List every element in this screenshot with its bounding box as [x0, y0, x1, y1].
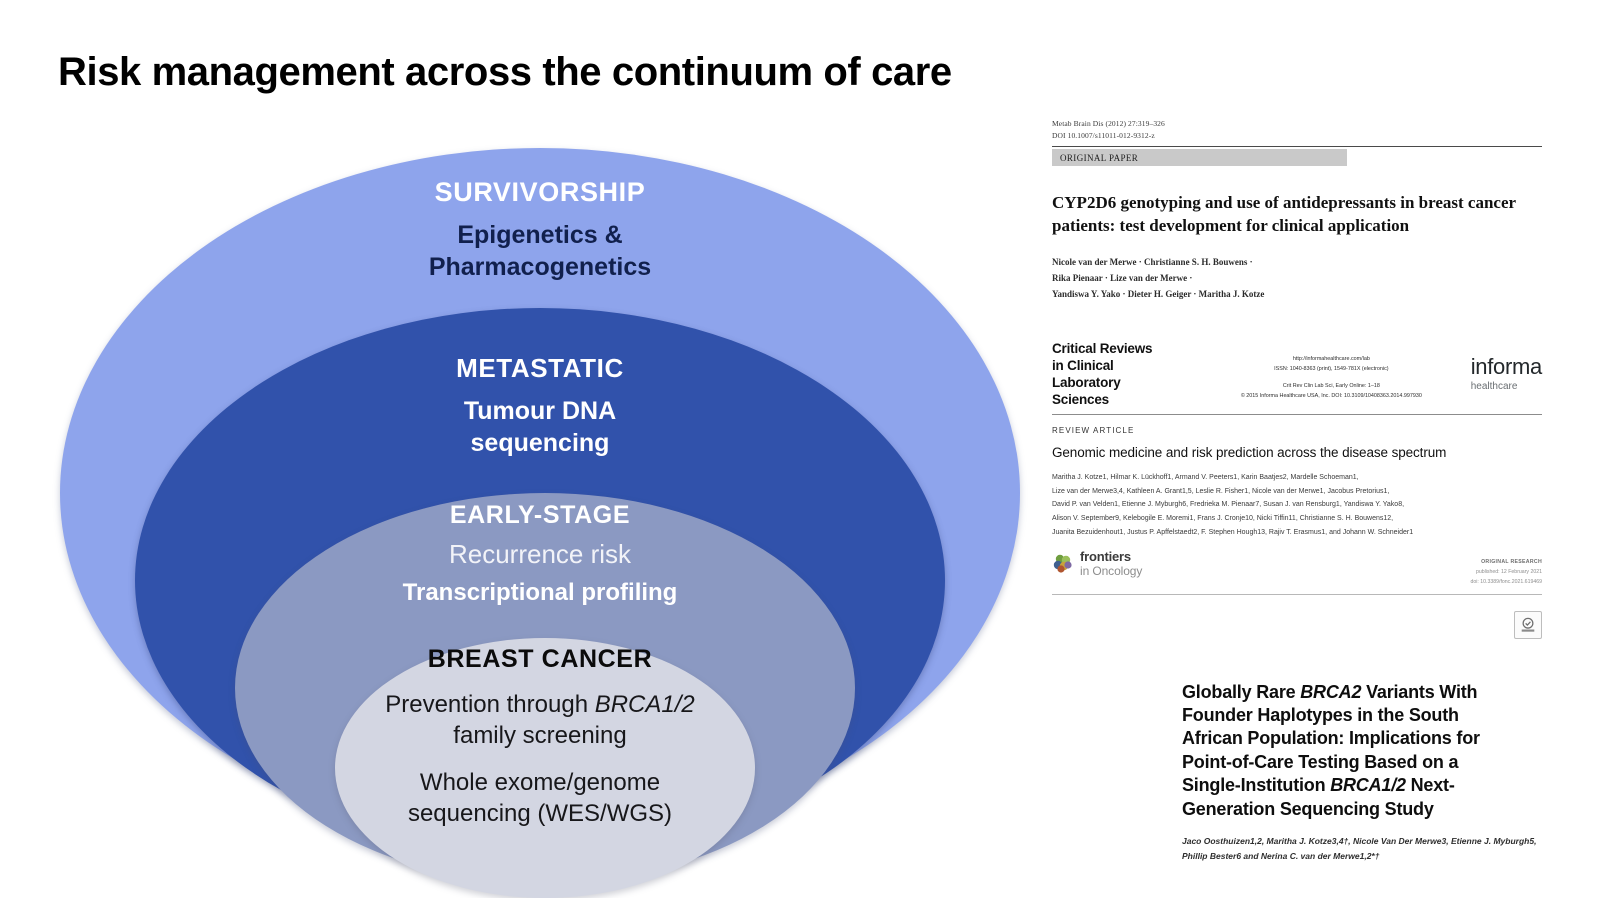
frontiers-published-date: published: 12 February 2021 — [1475, 568, 1542, 575]
springer-doi: DOI 10.1007/s11011-012-9312-z — [1052, 130, 1155, 140]
frontiers-authors-line1: Jaco Oosthuizen1,2, Maritha J. Kotze3,4†… — [1182, 835, 1537, 846]
frontiers-word-in-oncology: in Oncology — [1080, 563, 1143, 578]
layer-label-survivorship: SURVIVORSHIP Epigenetics & Pharmacogenet… — [50, 176, 1030, 283]
breast-cancer-sequencing-text: Whole exome/genome sequencing (WES/WGS) — [50, 767, 1030, 829]
informa-authors-line4: Alison V. September9, Kelebogile E. More… — [1052, 514, 1394, 522]
informa-copyright: © 2015 Informa Healthcare USA, Inc. DOI:… — [1240, 393, 1422, 399]
informa-divider — [1052, 414, 1542, 415]
informa-journal-line4: Sciences — [1052, 392, 1109, 407]
prevention-prefix: Prevention through — [385, 690, 595, 718]
breast-cancer-heading: BREAST CANCER — [427, 645, 653, 673]
springer-divider — [1052, 146, 1542, 148]
informa-journal-line1: Critical Reviews — [1052, 341, 1153, 356]
metastatic-subtext-line2: sequencing — [470, 428, 610, 457]
springer-authors: Nicole van der Merwe · Christianne S. H.… — [1052, 255, 1542, 302]
informa-healthcare-label: healthcare — [1470, 381, 1518, 392]
page-title: Risk management across the continuum of … — [58, 50, 952, 94]
early-stage-heading: EARLY-STAGE — [449, 501, 631, 529]
informa-issn: ISSN: 1040-8363 (print), 1549-781X (elec… — [1274, 366, 1389, 372]
publication-thumbnails: Metab Brain Dis (2012) 27:319–326 DOI 10… — [1052, 118, 1552, 861]
informa-authors-line5: Juanita Bezuidenhout1, Justus P. Apffels… — [1052, 528, 1414, 536]
frontiers-title-line3: African Population: Implications for — [1182, 728, 1480, 749]
informa-journal-name: Critical Reviews in Clinical Laboratory … — [1052, 340, 1192, 408]
frontiers-title-line5-suffix: Next- — [1405, 775, 1455, 796]
frontiers-title-suffix: Variants With — [1361, 681, 1478, 702]
springer-journal-meta: Metab Brain Dis (2012) 27:319–326 DOI 10… — [1052, 118, 1542, 141]
springer-authors-line3: Yandiswa Y. Yako · Dieter H. Geiger · Ma… — [1052, 288, 1265, 299]
informa-masthead: Critical Reviews in Clinical Laboratory … — [1052, 340, 1542, 408]
informa-issn-block: http://informahealthcare.com/lab ISSN: 1… — [1229, 340, 1434, 401]
frontiers-wordmark: frontiers in Oncology — [1080, 549, 1143, 578]
breast-cancer-prevention-line1: Prevention through BRCA1/2 — [50, 689, 1030, 720]
frontiers-title-line6: Generation Sequencing Study — [1182, 798, 1434, 819]
frontiers-word-frontiers: frontiers — [1080, 549, 1131, 564]
frontiers-authors: Jaco Oosthuizen1,2, Maritha J. Kotze3,4†… — [1182, 834, 1542, 864]
springer-article-type-badge: ORIGINAL PAPER — [1052, 149, 1347, 167]
informa-wordmark: informa — [1470, 354, 1543, 379]
frontiers-title-line1: Globally Rare BRCA2 Variants With — [1182, 681, 1542, 704]
frontiers-authors-line2: Phillip Bester6 and Nerina C. van der Me… — [1182, 850, 1380, 861]
frontiers-doi: doi: 10.3389/fonc.2021.619469 — [1470, 578, 1542, 585]
springer-authors-line2: Rika Pienaar · Lize van der Merwe · — [1052, 272, 1193, 283]
frontiers-article-type: ORIGINAL RESEARCH — [1481, 559, 1542, 565]
springer-article-title: CYP2D6 genotyping and use of antidepress… — [1052, 192, 1542, 237]
frontiers-masthead: frontiers in Oncology ORIGINAL RESEARCH … — [1052, 549, 1542, 588]
springer-journal-ref: Metab Brain Dis (2012) 27:319–326 — [1052, 119, 1165, 128]
crossmark-badge-icon — [1514, 610, 1542, 639]
springer-title-line1: CYP2D6 genotyping and use of antidepress… — [1052, 193, 1517, 213]
informa-authors-line1: Maritha J. Kotze1, Hilmar K. Lückhoff1, … — [1052, 474, 1359, 481]
continuum-of-care-diagram: SURVIVORSHIP Epigenetics & Pharmacogenet… — [50, 148, 1030, 898]
survivorship-subtext: Epigenetics & Pharmacogenetics — [50, 219, 1030, 283]
informa-article-type: REVIEW ARTICLE — [1052, 426, 1135, 435]
brca12-gene-italic: BRCA1/2 — [594, 690, 695, 718]
informa-authors: Maritha J. Kotze1, Hilmar K. Lückhoff1, … — [1052, 471, 1542, 539]
metastatic-subtext: Tumour DNA sequencing — [50, 395, 1030, 459]
frontiers-article-meta: ORIGINAL RESEARCH published: 12 February… — [1470, 550, 1542, 588]
informa-authors-line2: Lize van der Merwe3,4, Kathleen A. Grant… — [1052, 487, 1390, 495]
frontiers-title-line5: Single-Institution BRCA1/2 Next- — [1182, 774, 1542, 797]
ellipse-breast-cancer — [335, 638, 755, 898]
breast-cancer-sequencing-line2: sequencing (WES/WGS) — [407, 800, 673, 828]
frontiers-title-line2: Founder Haplotypes in the South — [1182, 705, 1459, 726]
frontiers-title-prefix: Globally Rare — [1182, 681, 1301, 702]
brca2-gene-italic: BRCA2 — [1300, 681, 1362, 702]
breast-cancer-sequencing-line1: Whole exome/genome — [419, 768, 661, 796]
informa-article-title: Genomic medicine and risk prediction acr… — [1052, 445, 1447, 460]
layer-label-early-stage: EARLY-STAGE Recurrence risk Transcriptio… — [50, 500, 1030, 607]
frontiers-divider — [1052, 593, 1542, 595]
survivorship-subtext-line1: Epigenetics & — [457, 220, 623, 249]
metastatic-subtext-line1: Tumour DNA — [463, 396, 617, 425]
early-stage-transcriptional-profiling: Transcriptional profiling — [402, 579, 678, 607]
informa-brand-logo: informa healthcare — [1470, 340, 1543, 392]
springer-authors-line1: Nicole van der Merwe · Christianne S. H.… — [1052, 257, 1253, 268]
metastatic-heading: METASTATIC — [456, 353, 624, 383]
informa-authors-line3: David P. van Velden1, Etienne J. Myburgh… — [1052, 501, 1405, 509]
informa-journal-line3: Laboratory — [1052, 375, 1121, 390]
publication-springer-metab-brain-dis: Metab Brain Dis (2012) 27:319–326 DOI 10… — [1052, 118, 1542, 302]
layer-label-breast-cancer: BREAST CANCER Prevention through BRCA1/2… — [50, 644, 1030, 829]
survivorship-heading: SURVIVORSHIP — [434, 177, 646, 207]
breast-cancer-prevention-text: Prevention through BRCA1/2 family screen… — [50, 689, 1030, 751]
informa-citation: Crit Rev Clin Lab Sci, Early Online: 1–1… — [1282, 383, 1380, 389]
survivorship-subtext-line2: Pharmacogenetics — [428, 252, 652, 281]
frontiers-title-line4: Point-of-Care Testing Based on a — [1182, 751, 1459, 772]
frontiers-brand: frontiers in Oncology — [1052, 549, 1143, 578]
informa-journal-line2: in Clinical — [1052, 358, 1114, 373]
informa-url: http://informahealthcare.com/lab — [1292, 356, 1370, 362]
publication-critical-reviews: Critical Reviews in Clinical Laboratory … — [1052, 340, 1542, 539]
brca12-gene-italic-frontiers: BRCA1/2 — [1330, 775, 1406, 796]
layer-label-metastatic: METASTATIC Tumour DNA sequencing — [50, 353, 1030, 459]
frontiers-article-title: Globally Rare BRCA2 Variants With Founde… — [1182, 681, 1542, 821]
frontiers-pinwheel-logo-icon — [1052, 553, 1074, 575]
publication-frontiers-in-oncology: frontiers in Oncology ORIGINAL RESEARCH … — [1052, 549, 1542, 864]
breast-cancer-prevention-line2: family screening — [453, 721, 627, 749]
springer-title-line2: patients: test development for clinical … — [1052, 215, 1410, 235]
early-stage-recurrence-risk: Recurrence risk — [448, 538, 632, 569]
frontiers-title-line5-prefix: Single-Institution — [1182, 775, 1331, 796]
